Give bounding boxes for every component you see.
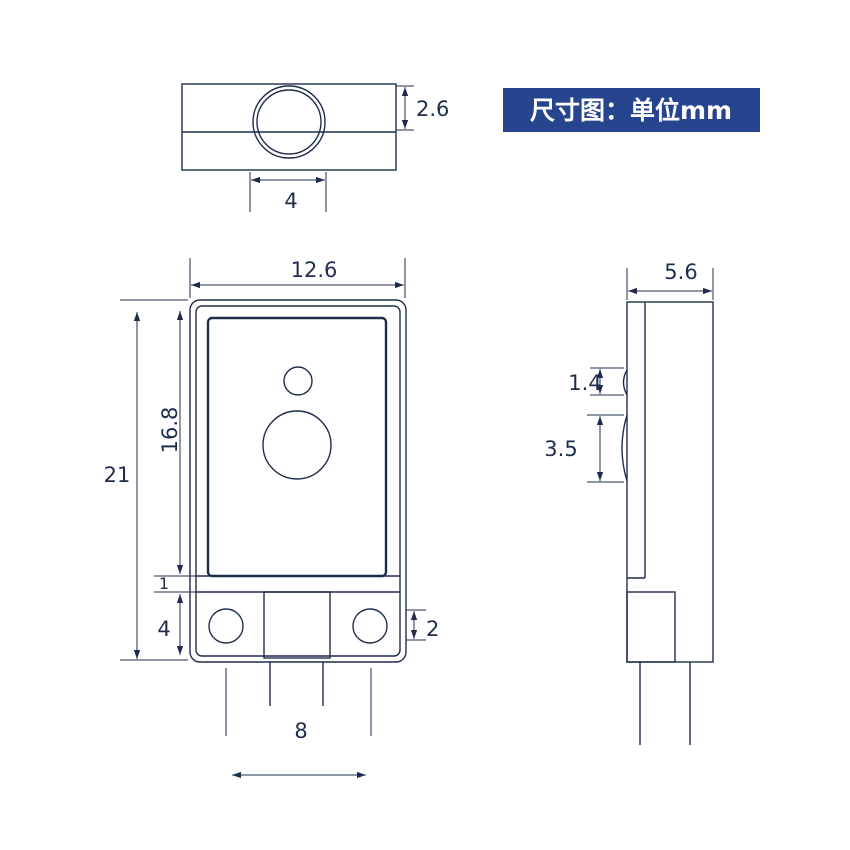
front-dim-mount-label: 2 [426,617,439,641]
top-view-lens-inner [256,89,322,155]
top-dim-hole-label: 4 [284,189,297,213]
title-background [503,88,760,132]
front-inner-shell [195,305,401,657]
front-mount-hole-right [352,608,388,644]
side-dim-small-label: 1.4 [568,371,601,395]
front-dim-gap-label: 1 [159,574,169,593]
side-dim-large-label: 3.5 [544,437,577,461]
front-cable-exit [263,591,331,659]
top-view-body [181,83,397,171]
front-indicator-led [283,366,313,396]
side-body [626,301,714,663]
front-dim-width-label: 12.6 [291,258,338,282]
title-text: 尺寸图：单位mm [530,96,732,125]
front-dim-panel-label: 16.8 [158,407,182,454]
front-sensor-lens [262,410,332,480]
front-dim-base-label: 4 [157,617,170,641]
front-dim-total-label: 21 [104,463,131,487]
side-base-block [626,591,676,663]
front-dim-pin-label: 8 [294,719,307,743]
front-outer-shell [189,299,407,663]
front-view: 12.6 21 16.8 1 4 2 8 [104,258,439,779]
side-small-bump [622,369,628,396]
top-view: 2.6 4 [181,83,449,213]
front-mount-hole-left [208,608,244,644]
top-view-lens-outer [252,85,326,159]
side-dim-depth-label: 5.6 [664,260,697,284]
front-sensor-window [206,316,388,578]
title-badge: 尺寸图：单位mm [503,88,760,132]
side-large-bump [621,414,628,482]
side-view: 5.6 1.4 3.5 [544,260,714,745]
top-dim-height-label: 2.6 [416,97,449,121]
